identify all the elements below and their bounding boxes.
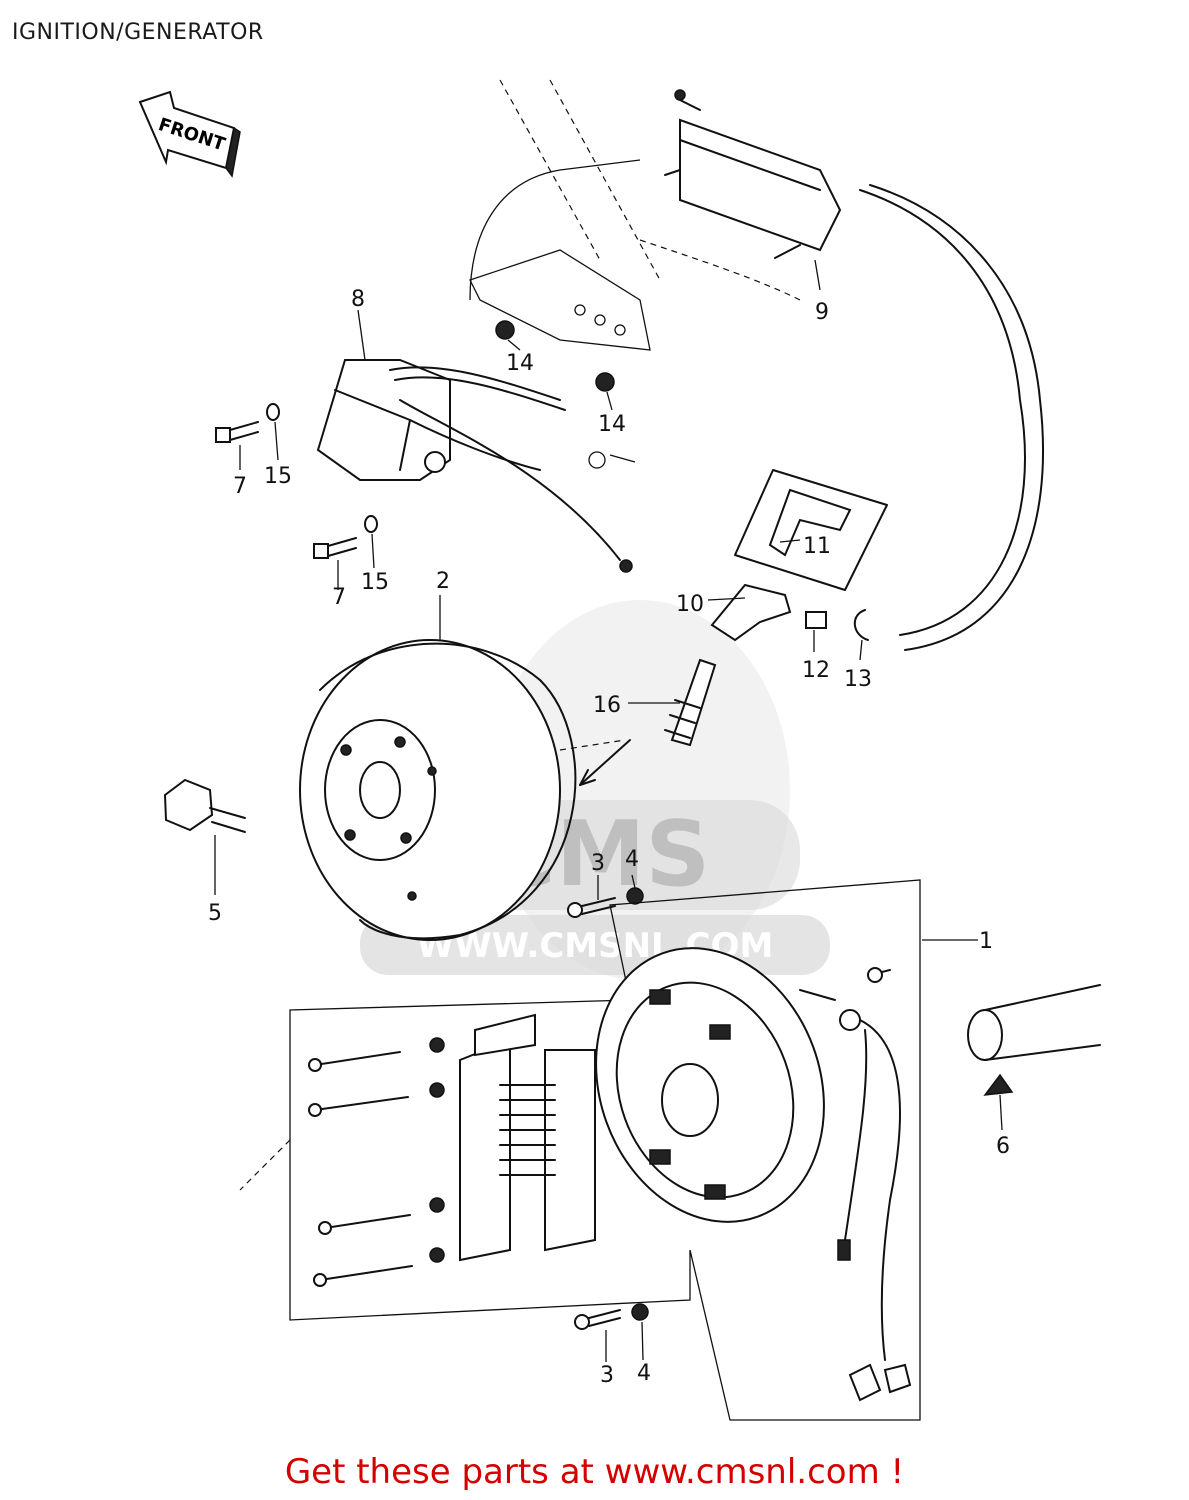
wiring-harness — [799, 967, 912, 1402]
page-title: IGNITION/GENERATOR — [12, 20, 264, 45]
screw-3b — [574, 1309, 621, 1330]
stator-group-outline — [289, 879, 921, 1421]
callout-4b: 4 — [637, 1361, 651, 1386]
washer-4b — [631, 1303, 649, 1321]
callout-12: 12 — [802, 658, 830, 683]
stator-plate — [595, 947, 825, 1223]
callout-5: 5 — [208, 901, 222, 926]
plug-cap-11-box — [734, 469, 888, 591]
callout-3a: 3 — [591, 851, 605, 876]
front-arrow-icon: FRONT — [138, 90, 241, 178]
callout-labels: 1 2 3 3 4 4 5 6 7 7 8 9 10 11 12 13 14 1… — [208, 287, 1010, 1388]
flywheel-rotor — [299, 639, 631, 941]
callout-8: 8 — [351, 287, 365, 312]
washer-15b — [364, 515, 378, 533]
crankshaft-sleeve — [967, 984, 1101, 1096]
nut-14a — [495, 320, 515, 340]
callout-1: 1 — [979, 929, 993, 954]
washer-4a — [626, 887, 644, 905]
rotor-bolt-5 — [163, 778, 246, 833]
callout-16: 16 — [593, 693, 621, 718]
leader-lines — [214, 259, 1003, 1362]
callout-10: 10 — [676, 592, 704, 617]
generator-coils — [459, 1013, 596, 1262]
callout-14b: 14 — [598, 412, 626, 437]
callout-7b: 7 — [332, 585, 346, 610]
washer-15a — [266, 403, 280, 421]
callout-4a: 4 — [625, 847, 639, 872]
spark-plug-16 — [664, 658, 717, 747]
cta-link[interactable]: Get these parts at www.cmsnl.com ! — [284, 1452, 905, 1492]
frame-outline — [469, 79, 801, 351]
screw-3a — [567, 897, 616, 918]
callout-7a: 7 — [233, 474, 247, 499]
left-arrow-indicator — [239, 1139, 291, 1191]
part-12 — [805, 611, 827, 629]
callout-9: 9 — [815, 300, 829, 325]
callout-3b: 3 — [600, 1363, 614, 1388]
nut-14b — [595, 372, 615, 392]
callout-15a: 15 — [264, 464, 292, 489]
bolt-7a — [215, 421, 259, 443]
callout-2: 2 — [436, 569, 450, 594]
coil-bolts — [308, 1037, 445, 1287]
callout-6: 6 — [996, 1134, 1010, 1159]
clip-13 — [853, 609, 869, 641]
cdi-unit — [316, 359, 636, 573]
ignition-coil — [664, 89, 1044, 651]
callout-14a: 14 — [506, 351, 534, 376]
bolt-7b — [313, 537, 357, 559]
callout-15b: 15 — [361, 570, 389, 595]
callout-11: 11 — [803, 534, 831, 559]
callout-13: 13 — [844, 667, 872, 692]
plug-cap-10 — [710, 583, 792, 642]
